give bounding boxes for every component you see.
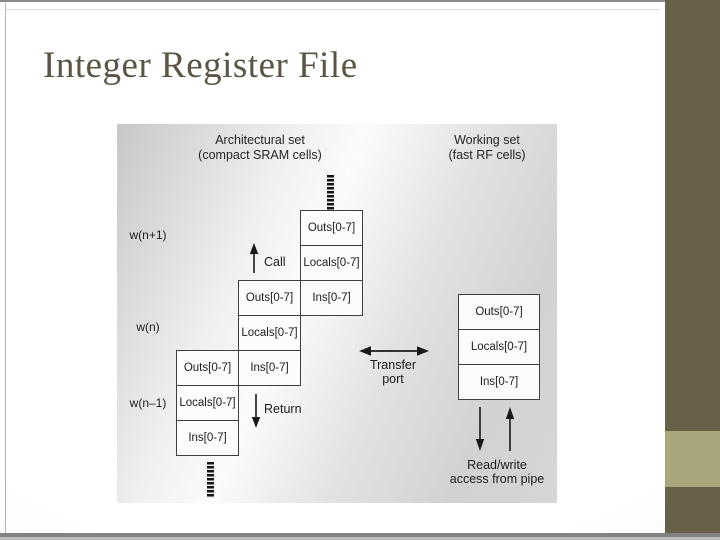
register-cell-outs: Outs[0-7]: [458, 294, 540, 330]
transfer-port-label: Transfer port: [353, 358, 433, 386]
transfer-double-arrow-icon: [359, 345, 429, 357]
window-stack-n-minus-1: Outs[0-7] Locals[0-7] Ins[0-7]: [176, 350, 239, 456]
right-sidebar: [665, 0, 720, 540]
working-set-header: Working set (fast RF cells): [402, 133, 572, 163]
working-set-stack: Outs[0-7] Locals[0-7] Ins[0-7]: [458, 294, 540, 400]
transfer-port-label-line2: port: [382, 372, 404, 386]
register-cell-locals: Locals[0-7]: [238, 315, 301, 351]
register-cell-ins: Ins[0-7]: [300, 280, 363, 316]
register-cell-locals: Locals[0-7]: [300, 245, 363, 281]
register-cell-outs: Outs[0-7]: [238, 280, 301, 316]
sidebar-accent-block: [665, 431, 720, 487]
window-stack-n-plus-1: Outs[0-7] Locals[0-7] Ins[0-7]: [300, 210, 363, 316]
transfer-port-label-line1: Transfer: [369, 358, 417, 372]
readwrite-access-label-line2: access from pipe: [449, 472, 545, 486]
read-up-arrow-icon: [504, 407, 516, 451]
register-cell-locals: Locals[0-7]: [458, 329, 540, 365]
readwrite-access-label-line1: Read/write: [467, 458, 527, 472]
call-up-arrow-icon: [248, 243, 260, 273]
window-label-n-minus-1: w(n–1): [129, 396, 167, 410]
window-label-n: w(n): [136, 320, 160, 334]
slide-title: Integer Register File: [43, 45, 358, 86]
architectural-set-header: Architectural set (compact SRAM cells): [175, 133, 345, 163]
register-cell-outs: Outs[0-7]: [176, 350, 239, 386]
architectural-set-header-line2: (compact SRAM cells): [198, 148, 322, 162]
register-cell-outs: Outs[0-7]: [300, 210, 363, 246]
call-label: Call: [264, 255, 286, 269]
write-down-arrow-icon: [474, 407, 486, 451]
register-file-diagram: Architectural set (compact SRAM cells) W…: [117, 124, 557, 503]
stack-continuation-bottom-icon: [207, 462, 214, 498]
readwrite-access-label: Read/write access from pipe: [427, 458, 567, 486]
working-set-header-line2: (fast RF cells): [448, 148, 526, 162]
register-cell-ins: Ins[0-7]: [238, 350, 301, 386]
return-down-arrow-icon: [250, 394, 262, 428]
slide-bottom-border-light: [0, 537, 720, 540]
register-cell-locals: Locals[0-7]: [176, 385, 239, 421]
slide-top-frame-line: [5, 9, 660, 10]
slide-top-border: [0, 0, 665, 2]
window-label-n-plus-1: w(n+1): [129, 228, 167, 242]
working-set-header-line1: Working set: [454, 133, 520, 147]
return-label: Return: [264, 402, 302, 416]
register-cell-ins: Ins[0-7]: [176, 420, 239, 456]
slide-bottom-border: [0, 533, 720, 537]
window-stack-n: Outs[0-7] Locals[0-7] Ins[0-7]: [238, 280, 301, 386]
slide-left-frame-line: [5, 3, 6, 534]
stack-continuation-top-icon: [327, 175, 334, 211]
register-cell-ins: Ins[0-7]: [458, 364, 540, 400]
architectural-set-header-line1: Architectural set: [215, 133, 305, 147]
